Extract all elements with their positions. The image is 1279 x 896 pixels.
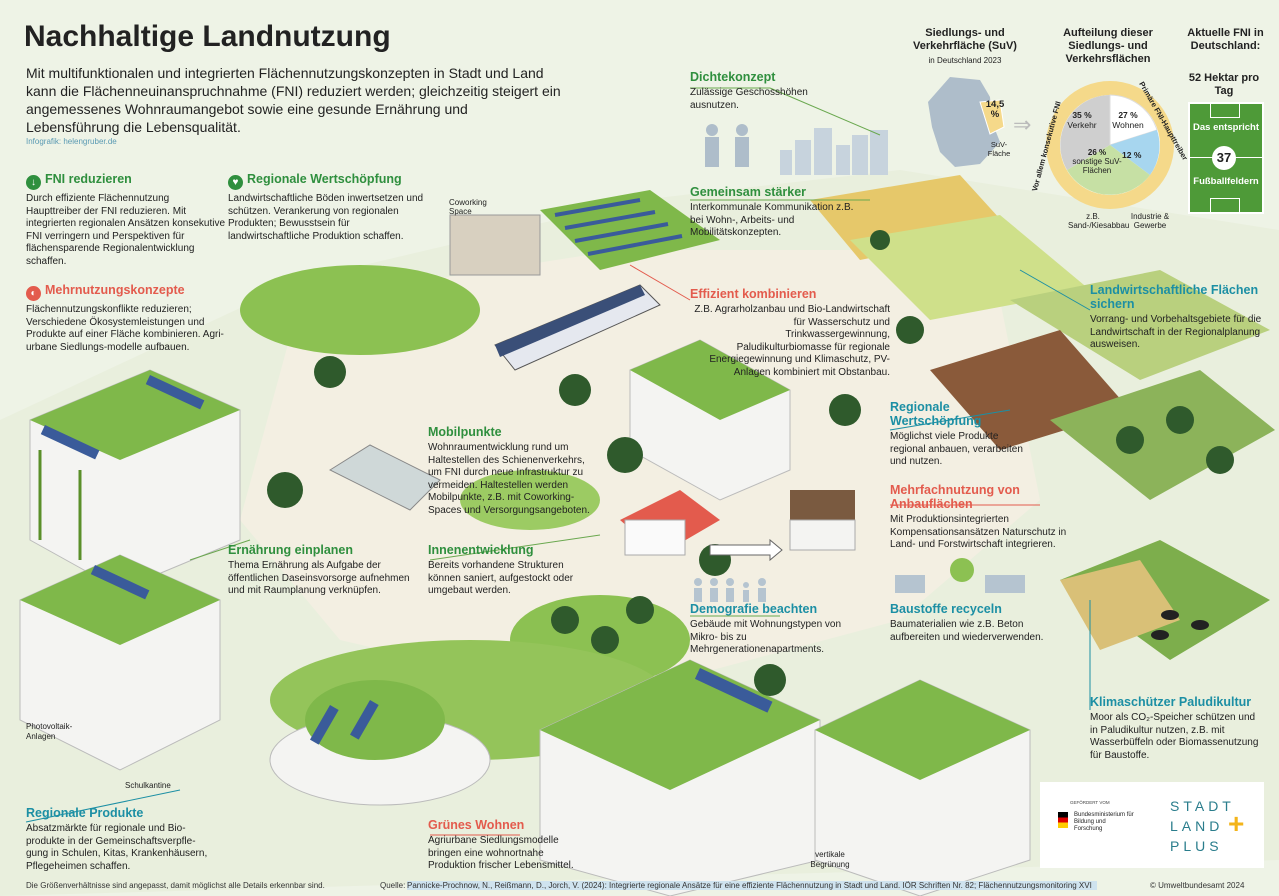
label-begruenung: vertikale Begrünung [810, 850, 850, 869]
fni-value: 52 Hektar pro Tag [1188, 72, 1260, 97]
split-heading: Aufteilung dieser Siedlungs- und Verkehr… [1063, 27, 1153, 65]
section-regionale-wertschoepfung: ♥Regionale Wertschöpfung Landwirtschaftl… [228, 172, 428, 243]
fni-equals: Das entspricht [1193, 122, 1259, 133]
section-text: Landwirtschaftliche Böden inwertsetzen u… [228, 193, 424, 242]
callout-dichtekonzept: Dichtekonzept Zulässige Geschosshöhen au… [690, 70, 808, 111]
source-label: Quelle: [380, 881, 406, 890]
houses [620, 490, 856, 556]
orchard-field [1010, 270, 1270, 380]
bmbf-logo-text: Bundesministerium für Bildung und Forsch… [1074, 812, 1134, 832]
suv-heading: Siedlungs- und Verkehrfläche (SuV) [913, 27, 1017, 52]
suv-split-donut [1046, 81, 1174, 209]
callout-gruenes-wohnen: Grünes Wohnen Agriurbane Siedlungsmodell… [428, 818, 574, 871]
source-citation: Pannicke-Prochnow, N., Reißmann, D., Jor… [407, 881, 1097, 890]
segment-verkehr: 35 %Verkehr [1067, 110, 1097, 130]
callout-effizient: Effizient kombinieren Z.B. Agrarholzanba… [690, 287, 890, 378]
arrow-right-icon: ⇒ [1013, 112, 1032, 137]
central-plaza [240, 250, 1040, 700]
label-photovoltaik: Photovoltaik-Anlagen [26, 722, 73, 741]
building-left-lower [19, 554, 221, 771]
crop-field [850, 215, 1090, 320]
water-buffaloes [1151, 610, 1209, 640]
callout-gemeinsam: Gemeinsam stärker Interkommunale Kommuni… [690, 185, 854, 238]
innenentwicklung-arrow [709, 538, 783, 562]
tram [494, 284, 661, 371]
label-schulkantine: Schulkantine [125, 781, 171, 790]
copyright: © Umweltbundesamt 2024 [1150, 881, 1245, 890]
callout-innenentwicklung: Innenentwicklung Bereits vorhandene Stru… [428, 543, 574, 596]
callout-paludikultur: Klimaschützer Paludikultur Moor als CO₂-… [1090, 695, 1259, 761]
german-flag-icon [1058, 812, 1068, 828]
callout-baustoffe: Baustoffe recyceln Baumaterialien wie z.… [890, 602, 1044, 643]
people-handshake [705, 124, 749, 167]
infographic-credit: Infografik: helengruber.de [26, 137, 117, 146]
recycle-construction-icons [895, 558, 1025, 593]
plus-icon: + [1228, 808, 1245, 839]
coworking-building [449, 214, 541, 276]
germany-map-icon [928, 77, 1005, 167]
fni-fields-number: 37 [1212, 146, 1236, 170]
callout-regionale-produkte: Regionale Produkte Absatzmärkte für regi… [26, 806, 208, 872]
park-green [240, 265, 480, 355]
suv-subheading: in Deutschland 2023 [928, 56, 1002, 65]
callout-landwirtschaft: Landwirtschaftliche Flächen sichern Vorr… [1090, 283, 1262, 350]
meadow [460, 470, 600, 530]
label-coworking: Coworking Space [449, 198, 487, 216]
building-bottom-right [814, 679, 1031, 896]
section-text: Flächennutzungskonflikte reduzieren; Ver… [26, 304, 224, 353]
label-industry: Industrie & Gewerbe [1130, 212, 1170, 230]
section-heading: ◐Mehrnutzungskonzepte [26, 283, 226, 301]
section-text: Durch effiziente Flächennutzung Haupttre… [26, 193, 226, 267]
building-left [29, 369, 241, 591]
section-fni-reduzieren: ↓FNI reduzieren Durch effiziente Flächen… [26, 172, 226, 268]
segment-industrie: 12 % [1122, 150, 1142, 160]
overlap-icon: ◐ [26, 286, 41, 301]
suv-label: SuV-Fläche [987, 140, 1011, 158]
trees [267, 230, 1234, 696]
section-heading: ♥Regionale Wertschöpfung [228, 172, 428, 190]
page-title: Nachhaltige Landnutzung [24, 20, 391, 53]
city-skyline [780, 128, 888, 175]
building-bottom-center [539, 659, 821, 896]
section-heading: ↓FNI reduzieren [26, 172, 226, 190]
suv-value: 14,5 % [985, 99, 1005, 120]
fni-fields-label: Fußballfeldern [1193, 176, 1259, 187]
forest-field [1050, 370, 1275, 500]
leaf-icon: ↓ [26, 175, 41, 190]
section-mehrnutzung: ◐Mehrnutzungskonzepte Flächennutzungskon… [26, 283, 226, 354]
round-building [269, 680, 491, 806]
heart-icon: ♥ [228, 175, 243, 190]
football-field-icon: 37 Das entspricht Fußballfeldern [1188, 102, 1264, 214]
callout-regionale-wertschoepfung: Regionale Wertschöpfung Möglichst viele … [890, 400, 1023, 467]
sponsor-logos: GEFÖRDERT VOM Bundesministerium für Bild… [1040, 782, 1264, 868]
footer-note: Die Größenverhältnisse sind angepasst, d… [26, 881, 325, 890]
segment-sonstige: 26 %sonstige SuV-Flächen [1072, 148, 1122, 175]
bmbf-small-text: GEFÖRDERT VOM [1070, 800, 1110, 805]
intro-text: Mit multifunktionalen und integrierten F… [26, 65, 561, 135]
callout-mehrfachnutzung: Mehrfachnutzung von Anbauflächen Mit Pro… [890, 483, 1067, 550]
callout-ernaehrung: Ernährung einplanen Thema Ernährung als … [228, 543, 410, 596]
demography-people-icons [694, 578, 766, 602]
greenhouse [328, 444, 441, 511]
callout-demografie: Demografie beachten Gebäude mit Wohnungs… [690, 602, 842, 655]
fni-heading: Aktuelle FNI in Deutschland: [1187, 27, 1264, 52]
label-sand: z.B. Sand-/Kiesabbau [1068, 212, 1130, 230]
segment-wohnen: 27 %Wohnen [1112, 110, 1144, 130]
callout-mobilpunkte: Mobilpunkte Wohnraumentwicklung rund um … [428, 425, 590, 516]
stadtlandplus-logo: STADT LAND PLUS [1170, 798, 1235, 854]
